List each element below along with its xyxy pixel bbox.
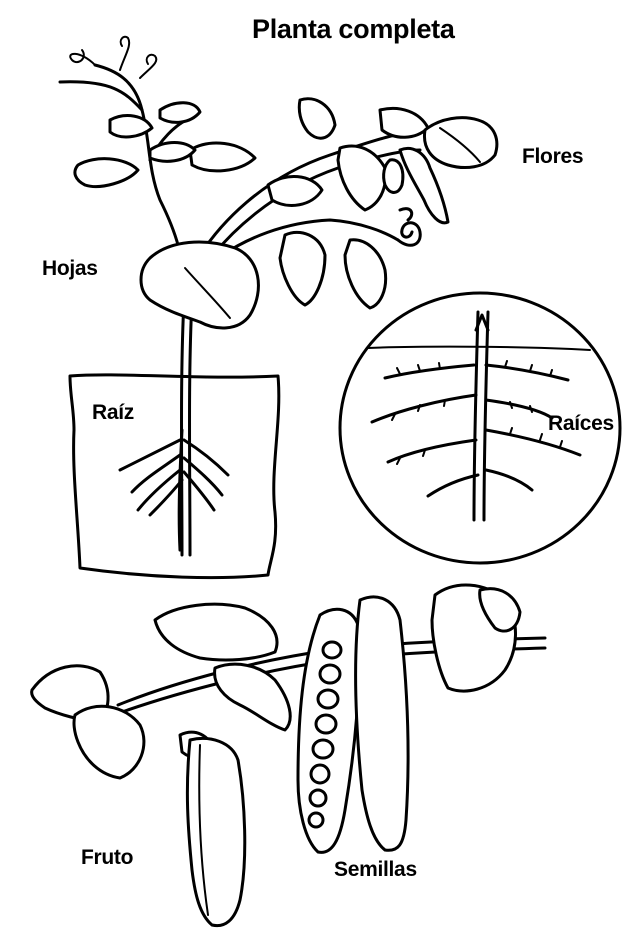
label-semillas: Semillas — [334, 858, 417, 882]
label-hojas: Hojas — [42, 257, 98, 281]
upper-leaves — [75, 99, 428, 328]
fruit-branch — [32, 585, 545, 778]
label-fruto: Fruto — [81, 846, 133, 870]
tendrils — [70, 37, 420, 246]
roots-main — [120, 430, 228, 550]
label-flores: Flores — [522, 145, 583, 169]
page-title: Planta completa — [252, 14, 455, 45]
label-raices: Raíces — [548, 412, 614, 436]
label-raiz: Raíz — [92, 401, 134, 425]
